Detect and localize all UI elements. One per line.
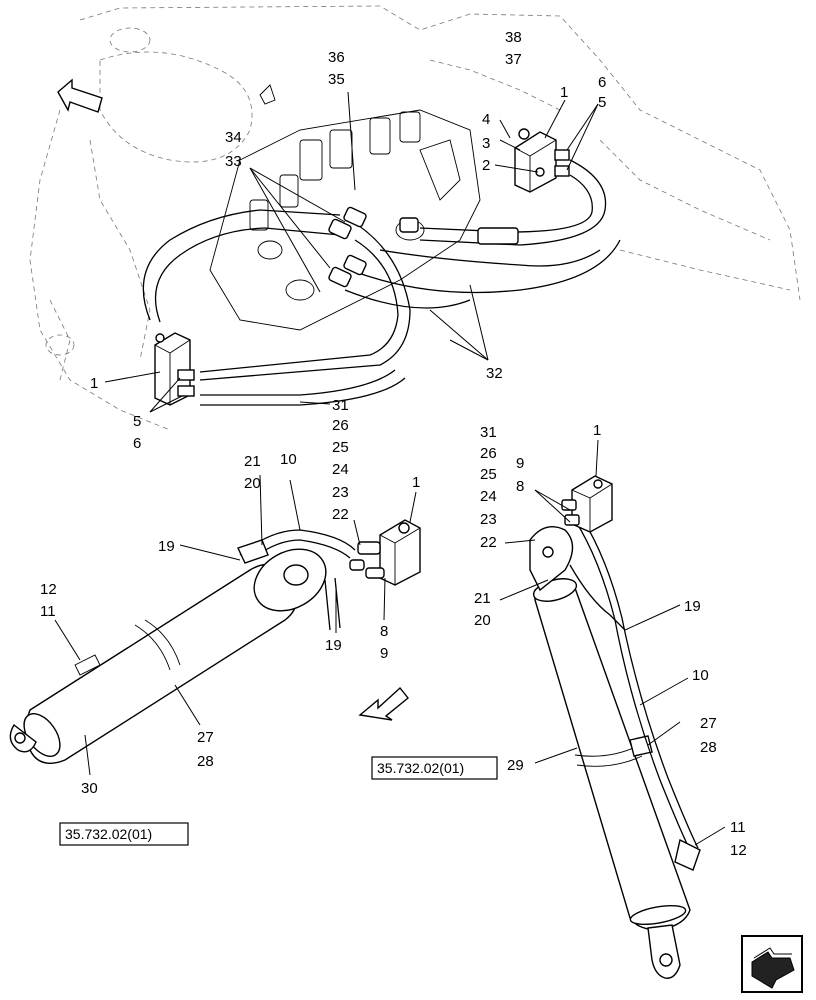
callout-2: 2 — [482, 157, 490, 174]
callouts-left-cylinder: 26 25 24 23 22 21 20 10 1 19 12 11 19 8 … — [40, 417, 420, 797]
callout-12-right: 12 — [730, 842, 747, 859]
callout-4: 4 — [482, 111, 490, 128]
upper-relief-valve — [514, 128, 570, 193]
callout-23: 23 — [332, 484, 349, 501]
direction-arrow-icon — [358, 686, 409, 721]
reference-label: 35.732.02(01) — [65, 826, 152, 842]
direction-arrow-icon — [57, 78, 103, 113]
callout-28-right: 28 — [700, 739, 717, 756]
callout-27: 27 — [197, 729, 214, 746]
callout-20: 20 — [244, 475, 261, 492]
callout-8: 8 — [380, 623, 388, 640]
leader-lines — [54, 91, 726, 846]
callout-6-left: 6 — [133, 435, 141, 452]
callout-32: 32 — [486, 365, 503, 382]
callout-24: 24 — [332, 461, 349, 478]
callout-19-lower: 19 — [325, 637, 342, 654]
callout-35: 35 — [328, 71, 345, 88]
callout-9: 9 — [380, 645, 388, 662]
callout-36: 36 — [328, 49, 345, 66]
callout-12: 12 — [40, 581, 57, 598]
callouts-right-cylinder: 31 26 25 24 23 22 1 9 8 21 20 19 10 27 2… — [474, 422, 747, 859]
callout-34: 34 — [225, 129, 242, 146]
callout-23-right: 23 — [480, 511, 497, 528]
callout-1: 1 — [560, 84, 568, 101]
callout-5-left: 5 — [133, 413, 141, 430]
callout-27-right: 27 — [700, 715, 717, 732]
reference-label: 35.732.02(01) — [377, 760, 464, 776]
callout-8-right: 8 — [516, 478, 524, 495]
callout-1-right: 1 — [593, 422, 601, 439]
left-relief-valve — [154, 332, 195, 406]
callout-22-right: 22 — [480, 534, 497, 551]
callout-5: 5 — [598, 94, 606, 111]
callout-19-upper: 19 — [158, 538, 175, 555]
callout-9-right: 9 — [516, 455, 524, 472]
callout-21-right: 21 — [474, 590, 491, 607]
callout-37: 37 — [505, 51, 522, 68]
callout-25-right: 25 — [480, 466, 497, 483]
callout-30: 30 — [81, 780, 98, 797]
reference-box-left[interactable]: 35.732.02(01) — [59, 822, 189, 846]
callout-6: 6 — [598, 74, 606, 91]
callout-3: 3 — [482, 135, 490, 152]
callout-29: 29 — [507, 757, 524, 774]
left-cylinder — [9, 519, 421, 764]
callout-11-right: 11 — [730, 819, 746, 836]
callout-20-right: 20 — [474, 612, 491, 629]
hoses-32 — [142, 159, 621, 406]
nav-arrow-icon[interactable] — [741, 935, 803, 993]
callout-26-right: 26 — [480, 445, 497, 462]
machine-frame — [29, 5, 801, 431]
callout-26: 26 — [332, 417, 349, 434]
reference-box-right[interactable]: 35.732.02(01) — [371, 756, 498, 780]
callout-10: 10 — [280, 451, 297, 468]
callout-31-right: 31 — [480, 424, 497, 441]
callout-25: 25 — [332, 439, 349, 456]
callout-10-right: 10 — [692, 667, 709, 684]
callout-31: 31 — [332, 397, 349, 414]
callout-1-mid: 1 — [412, 474, 420, 491]
callout-19-right: 19 — [684, 598, 701, 615]
callout-28: 28 — [197, 753, 214, 770]
callout-22: 22 — [332, 506, 349, 523]
callouts-top: 38 37 1 6 5 4 3 2 36 35 34 33 32 1 5 6 3… — [90, 29, 606, 452]
right-cylinder — [529, 475, 701, 979]
callout-21: 21 — [244, 453, 261, 470]
callout-11: 11 — [40, 603, 56, 620]
callout-1-left: 1 — [90, 375, 98, 392]
callout-24-right: 24 — [480, 488, 497, 505]
callout-33: 33 — [225, 153, 242, 170]
callout-38: 38 — [505, 29, 522, 46]
